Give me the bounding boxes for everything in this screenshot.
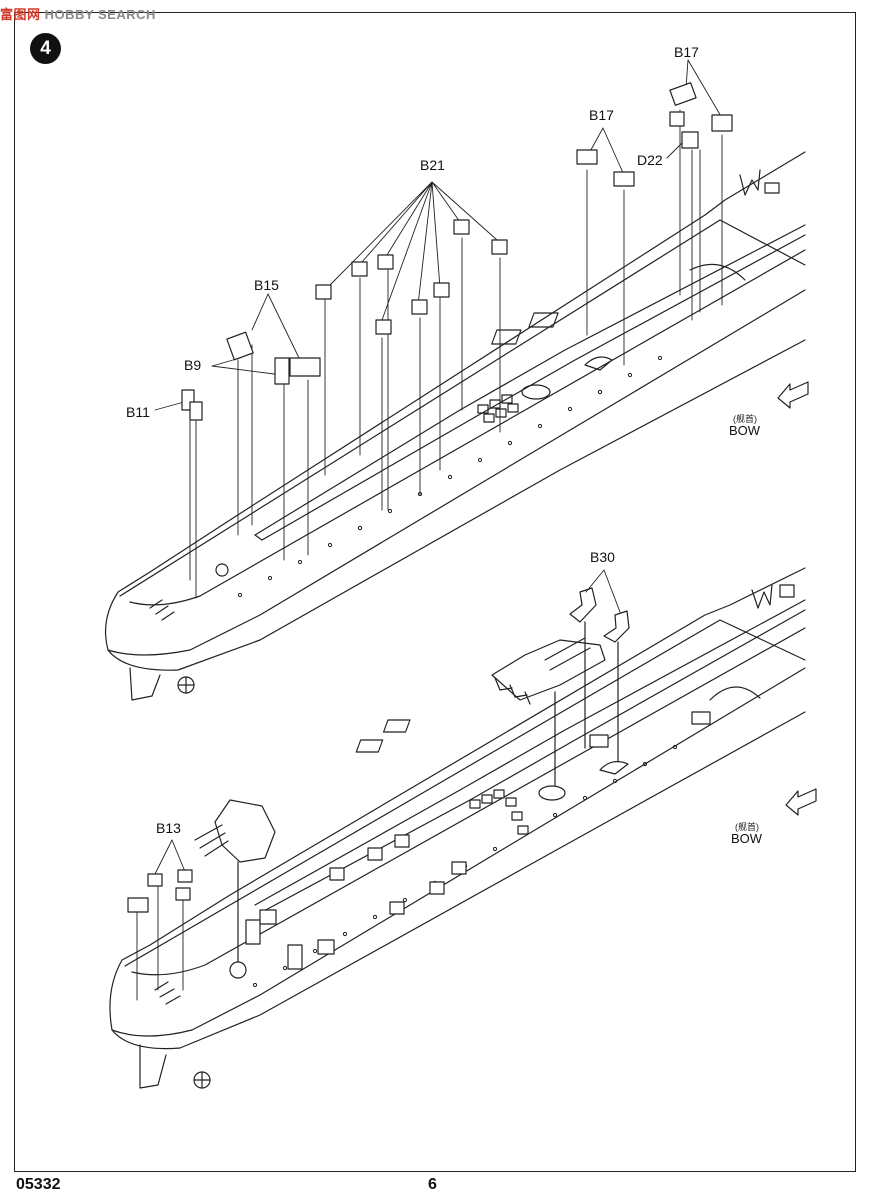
label-b9: B9 [184, 357, 202, 373]
upper-bow-cn: (舰首) [733, 414, 757, 424]
lower-leaders [136, 569, 621, 1001]
label-b17-right: B17 [674, 44, 699, 60]
lower-b30-parts [569, 587, 630, 763]
lower-deck-fittings [245, 711, 711, 970]
label-b11: B11 [126, 404, 150, 420]
step-number-badge: 4 [30, 33, 61, 64]
page-number: 6 [428, 1176, 437, 1193]
lower-gun-mount [194, 799, 276, 979]
label-b21: B21 [420, 157, 445, 173]
upper-hull [105, 151, 809, 701]
watermark: 富图网 HOBBY SEARCH [0, 7, 156, 22]
upper-leaders [154, 59, 723, 599]
upper-parts [181, 82, 733, 421]
page-frame [14, 12, 856, 1172]
label-b13: B13 [156, 820, 181, 836]
upper-portholes [237, 355, 663, 598]
label-b15: B15 [254, 277, 279, 293]
lower-bow-arrow [785, 788, 817, 816]
lower-bow-label: BOW [731, 831, 763, 846]
label-b30: B30 [590, 549, 615, 565]
lower-bow-cn: (舰首) [735, 822, 759, 832]
lower-b13-parts [127, 869, 193, 913]
lower-launcher-assembly [491, 637, 606, 786]
label-b17-left: B17 [589, 107, 614, 123]
product-code: 05332 [16, 1176, 61, 1193]
label-d22: D22 [637, 152, 663, 168]
upper-bow-arrow [777, 381, 809, 409]
lower-hull [109, 567, 817, 1089]
upper-bow-label: BOW [729, 423, 761, 438]
